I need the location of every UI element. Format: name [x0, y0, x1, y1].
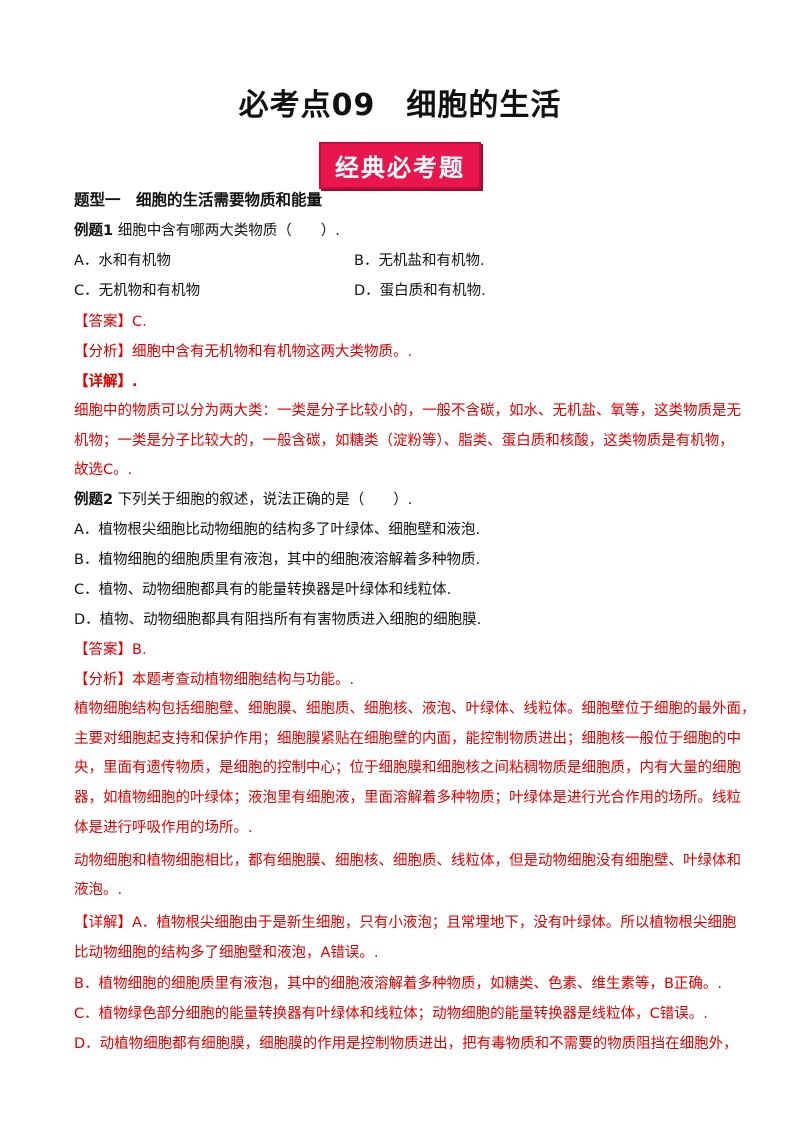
example2-analysis-line: 动物细胞和植物细胞相比，都有细胞膜、细胞核、细胞质、线粒体，但是动物细胞没有细胞… [74, 853, 741, 869]
example2-question: 例题2 下列关于细胞的叙述，说法正确的是（ ）. [74, 490, 412, 510]
example2-detail-line: 【详解】A．植物根尖细胞由于是新生细胞，只有小液泡；且常埋地下，没有叶绿体。所以… [74, 915, 737, 931]
example2-analysis-line: 体是进行呼吸作用的场所。. [74, 820, 253, 836]
example2-analysis-line: 液泡。. [74, 882, 123, 898]
section-banner: 经典必考题 [319, 142, 481, 189]
example1-detail-line: 故选C。. [74, 462, 133, 478]
example1-detail-line: 机物；一类是分子比较大的，一般含碳，如糖类（淀粉等）、脂类、蛋白质和核酸，这类物… [74, 433, 734, 449]
example1-detail-line: 细胞中的物质可以分为两大类：一类是分子比较小的，一般不含碳，如水、无机盐、氧等，… [74, 403, 741, 419]
example2-analysis-line: 央，里面有遗传物质，是细胞的控制中心；位于细胞膜和细胞核之间粘稠物质是细胞质，内… [74, 760, 741, 776]
example2-detail-line: C．植物绿色部分细胞的能量转换器有叶绿体和线粒体；动物细胞的能量转换器是线粒体，… [74, 1006, 708, 1022]
banner-container: 经典必考题 [0, 142, 800, 189]
section-heading: 题型一 细胞的生活需要物质和能量 [74, 191, 323, 209]
example2-analysis-line: 植物细胞结构包括细胞壁、细胞膜、细胞质、细胞核、液泡、叶绿体、线粒体。细胞壁位于… [74, 701, 756, 717]
example2-option-c: C．植物、动物细胞都具有的能量转换器是叶绿体和线粒体. [74, 582, 452, 598]
example2-option-b: B．植物细胞的细胞质里有液泡，其中的细胞液溶解着多种物质. [74, 552, 481, 568]
example2-analysis-line: 主要对细胞起支持和保护作用；细胞膜紧贴在细胞壁的内面，能控制物质进出；细胞核一般… [74, 731, 741, 747]
example2-detail-line: B．植物细胞的细胞质里有液泡，其中的细胞液溶解着多种物质，如糖类、色素、维生素等… [74, 976, 723, 992]
example1-question: 例题1 细胞中含有哪两大类物质（ ）. [74, 221, 340, 241]
example2-answer: 【答案】B. [74, 642, 147, 658]
example1-detail-label: 【详解】. [74, 374, 138, 390]
example1-option-d: D．蛋白质和有机物. [354, 283, 486, 299]
example1-label: 例题1 [74, 223, 114, 239]
example1-analysis: 【分析】细胞中含有无机物和有机物这两大类物质。. [74, 344, 413, 360]
example2-analysis-line: 器，如植物细胞的叶绿体；液泡里有细胞液，里面溶解着多种物质；叶绿体是进行光合作用… [74, 790, 741, 806]
example2-text: 下列关于细胞的叙述，说法正确的是（ ）. [113, 492, 413, 508]
example1-option-a: A．水和有机物 [74, 253, 171, 269]
example1-text: 细胞中含有哪两大类物质（ ）. [113, 223, 340, 239]
example1-option-c: C．无机物和有机物 [74, 283, 201, 299]
example2-detail-line: 比动物细胞的结构多了细胞壁和液泡，A错误。. [74, 945, 379, 961]
example2-detail-line: D．动植物细胞都有细胞膜，细胞膜的作用是控制物质进出，把有毒物质和不需要的物质阻… [74, 1036, 738, 1052]
example1-answer: 【答案】C. [74, 314, 147, 330]
example2-analysis: 【分析】本题考查动植物细胞结构与功能。. [74, 672, 355, 688]
example1-option-b: B．无机盐和有机物. [354, 253, 485, 269]
example2-option-a: A．植物根尖细胞比动物细胞的结构多了叶绿体、细胞壁和液泡. [74, 522, 481, 538]
page-title: 必考点09 细胞的生活 [238, 88, 562, 123]
example2-option-d: D．植物、动物细胞都具有阻挡所有有害物质进入细胞的细胞膜. [74, 612, 482, 628]
example2-label: 例题2 [74, 492, 114, 508]
